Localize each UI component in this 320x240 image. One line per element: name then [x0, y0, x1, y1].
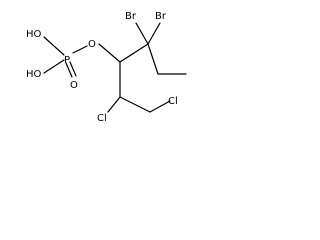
atom-label-br-left: Br	[125, 11, 137, 22]
bond-c2-cl-left	[107, 96, 121, 113]
bond-c2-c1	[119, 96, 151, 113]
bond-p-o-ester	[72, 45, 88, 54]
bond-c4-br-right	[147, 22, 161, 45]
bond-c4-br-left	[135, 22, 149, 45]
bond-p-o-double-b	[69, 61, 77, 77]
bond-o-c3	[98, 43, 121, 63]
atom-label-p: P	[64, 55, 70, 66]
atom-label-cl-right: Cl	[168, 96, 178, 107]
atom-label-oh-top: HO	[26, 29, 42, 40]
bond-c4-c5	[147, 43, 159, 75]
bond-c1-cl-right	[149, 100, 171, 113]
atom-label-o-ester: O	[88, 39, 96, 50]
molecule-canvas: HO HO P O O Br Br Cl Cl	[0, 0, 219, 131]
bond-oh-top-p	[43, 36, 65, 56]
bond-oh-bottom-p	[43, 59, 65, 74]
bond-c3-c4	[119, 43, 149, 63]
atom-label-oh-bottom: HO	[26, 69, 42, 80]
atom-labels: HO HO P O O Br Br Cl Cl	[26, 11, 178, 124]
bonds	[43, 22, 187, 113]
skeletal-formula: HO HO P O O Br Br Cl Cl	[26, 11, 187, 124]
atom-label-br-right: Br	[155, 11, 167, 22]
atom-label-cl-left: Cl	[97, 113, 107, 124]
bond-p-o-double-a	[65, 62, 73, 78]
atom-label-o-double: O	[70, 80, 78, 91]
